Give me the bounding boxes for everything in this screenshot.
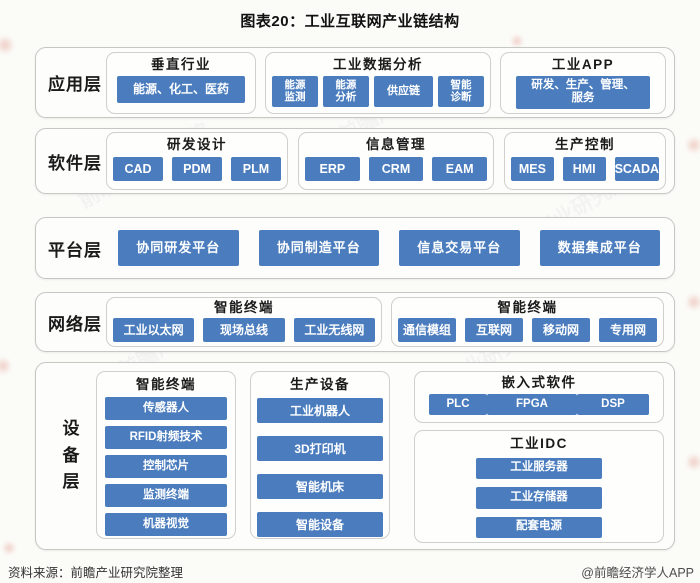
group-smart-terminal-network-2: 智能终端 通信模组 互联网 移动网 专用网: [391, 297, 664, 347]
item-box: 协同研发平台: [118, 230, 239, 266]
item-box: CAD: [113, 157, 163, 182]
item-box: CRM: [368, 157, 424, 182]
device-right-column: 嵌入式软件 PLC FPGA DSP 工业IDC 工业服务器 工业存储器 配套电…: [414, 371, 664, 543]
layer-application: 应用层 垂直行业 能源、化工、医药 工业数据分析 能源 监测 能源 分析 供应链…: [35, 47, 675, 118]
item-box: 智能 诊断: [438, 75, 484, 107]
group-title: 研发设计: [167, 137, 227, 152]
item-box: 能源 监测: [272, 75, 318, 107]
group-title: 智能终端: [497, 300, 558, 315]
group-title: 信息管理: [366, 137, 426, 152]
group-title: 生产控制: [555, 137, 615, 152]
item-box: 工业无线网: [293, 318, 375, 343]
group-title: 嵌入式软件: [501, 375, 577, 390]
group-title: 工业IDC: [510, 436, 568, 452]
item-box: 工业机器人: [257, 398, 383, 424]
group-industrial-data-analysis: 工业数据分析 能源 监测 能源 分析 供应链 智能 诊断: [265, 51, 491, 114]
group-title: 垂直行业: [151, 56, 211, 72]
group-industrial-idc: 工业IDC 工业服务器 工业存储器 配套电源: [414, 430, 664, 543]
item-box: EAM: [432, 157, 488, 182]
item-box: 专用网: [599, 318, 657, 343]
layer-label-device-text: 设备层: [62, 419, 80, 492]
group-industrial-app: 工业APP 研发、生产、管理、 服务: [500, 51, 666, 114]
qianzhan-logo-watermark: [0, 34, 14, 56]
item-box: ERP: [305, 157, 360, 182]
item-box: PLC: [429, 394, 487, 416]
qianzhan-logo-watermark: [2, 540, 16, 556]
qianzhan-logo-watermark: [686, 292, 700, 312]
group-title: 智能终端: [136, 377, 196, 392]
layer-software: 软件层 研发设计 CAD PDM PLM 信息管理 ERP CRM EAM 生产…: [35, 128, 675, 194]
item-box: 供应链: [373, 75, 434, 107]
qianzhan-logo-watermark: [510, 34, 524, 48]
credit-note: @前瞻经济学人APP: [581, 566, 694, 580]
group-smart-terminal-network-1: 智能终端 工业以太网 现场总线 工业无线网: [106, 297, 382, 347]
item-box: RFID射频技术: [105, 426, 227, 450]
group-title: 工业APP: [551, 56, 615, 72]
group-production-control: 生产控制 MES HMI SCADA: [504, 132, 666, 190]
group-rd-design: 研发设计 CAD PDM PLM: [106, 132, 288, 190]
item-box: PLM: [231, 157, 281, 182]
page-title: 图表20：工业互联网产业链结构: [240, 13, 460, 30]
group-smart-terminal-device: 智能终端 传感器人 RFID射频技术 控制芯片 监测终端 机器视觉: [96, 371, 236, 539]
item-box: 能源 分析: [322, 75, 369, 107]
group-vertical-industry: 垂直行业 能源、化工、医药: [106, 51, 256, 114]
group-title: 智能终端: [214, 300, 274, 315]
item-box: 能源、化工、医药: [117, 75, 245, 103]
item-box: HMI: [562, 157, 606, 182]
item-box: 监测终端: [105, 484, 227, 508]
item-box: DSP: [577, 394, 649, 416]
group-production-equipment: 生产设备 工业机器人 3D打印机 智能机床 智能设备: [250, 371, 390, 539]
source-note: 资料来源：前瞻产业研究院整理: [8, 566, 184, 580]
group-title: 工业数据分析: [333, 56, 423, 72]
item-box: 数据集成平台: [539, 230, 660, 266]
item-box: FPGA: [487, 394, 577, 416]
item-box: PDM: [172, 157, 222, 182]
group-embedded-software: 嵌入式软件 PLC FPGA DSP: [414, 371, 664, 424]
qianzhan-logo-watermark: [0, 356, 11, 376]
item-box: SCADA: [614, 157, 660, 182]
qianzhan-logo-watermark: [686, 452, 700, 472]
item-box: 信息交易平台: [399, 230, 520, 266]
group-info-management: 信息管理 ERP CRM EAM: [298, 132, 494, 190]
item-box: 工业以太网: [113, 318, 195, 343]
layer-label-software: 软件层: [48, 153, 102, 173]
layer-platform: 平台层 协同研发平台 协同制造平台 信息交易平台 数据集成平台: [35, 217, 675, 279]
qianzhan-logo-watermark: [686, 135, 700, 155]
group-title: 生产设备: [290, 377, 350, 392]
item-box: 控制芯片: [105, 455, 227, 479]
layer-label-platform: 平台层: [48, 240, 102, 260]
item-box: 互联网: [465, 318, 523, 343]
item-box: 机器视觉: [105, 513, 227, 537]
item-box: 3D打印机: [257, 436, 383, 462]
item-box: 协同制造平台: [258, 230, 379, 266]
layer-device: 设备层 智能终端 传感器人 RFID射频技术 控制芯片 监测终端 机器视觉 生产…: [35, 362, 675, 550]
item-box: 通信模组: [398, 318, 456, 343]
item-box: 研发、生产、管理、 服务: [516, 75, 650, 109]
item-box: 智能机床: [257, 474, 383, 500]
layer-label-network: 网络层: [48, 314, 102, 334]
layer-label-device: 设备层: [46, 416, 96, 495]
layer-label-application: 应用层: [48, 75, 102, 94]
item-box: MES: [511, 157, 554, 182]
layer-network: 网络层 智能终端 工业以太网 现场总线 工业无线网 智能终端 通信模组 互联网 …: [35, 292, 675, 352]
item-box: 现场总线: [203, 318, 285, 343]
item-box: 工业存储器: [476, 487, 602, 509]
item-box: 工业服务器: [476, 457, 602, 479]
item-box: 移动网: [532, 318, 590, 343]
item-box: 配套电源: [476, 516, 602, 538]
item-box: 传感器人: [105, 397, 227, 421]
item-box: 智能设备: [257, 512, 383, 538]
